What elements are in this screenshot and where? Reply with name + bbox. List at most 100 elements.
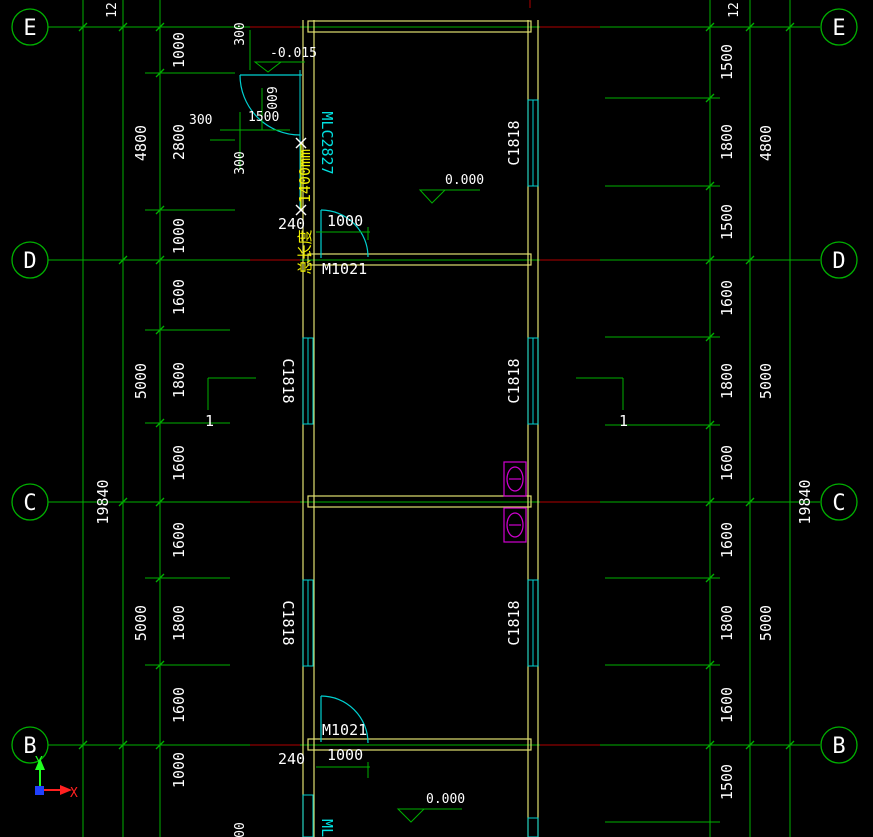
dimension-texts-left: 19840 4800 5000 5000 1000 2800 1000 1600… — [94, 32, 188, 788]
section-marks — [207, 377, 624, 410]
door-dim-300a: 300 — [233, 22, 248, 45]
bottom-clip-left: 00 — [233, 822, 248, 837]
axis-label-c-left: C — [23, 491, 36, 516]
dim-left-inner-2: 1000 — [170, 218, 188, 254]
door-dim-600: 600 — [263, 86, 278, 109]
door-dim-300c: 300 — [233, 151, 248, 174]
level-symbols — [253, 61, 480, 823]
fixture-top[interactable] — [503, 461, 527, 497]
level-marker-mid — [418, 189, 480, 204]
dimension-ticks — [78, 22, 795, 750]
door-swing-b — [320, 695, 369, 744]
dim-right-inner-2: 1500 — [718, 204, 736, 240]
window-label-3: C1818 — [279, 358, 297, 403]
section-label-left: 1 — [205, 412, 214, 430]
window-label-0: C1818 — [505, 120, 523, 165]
dim-left-inner-9: 1000 — [170, 752, 188, 788]
dim-left-outer-0: 4800 — [132, 125, 150, 161]
axis-bubble-d-left[interactable] — [11, 241, 49, 279]
measure-value: 1400mm — [296, 149, 314, 203]
doors — [239, 74, 369, 744]
dim-left-inner-0: 1000 — [170, 32, 188, 68]
grid-axis-lines — [48, 26, 820, 746]
level-marker-bottom — [396, 808, 462, 823]
dim-right-inner-5: 1600 — [718, 445, 736, 481]
ucs-icon — [35, 758, 72, 795]
wall-thickness-0: 240 — [278, 215, 305, 233]
fixture-bottom[interactable] — [503, 507, 527, 543]
section-mark-right — [576, 377, 624, 410]
top-label-right: 12 — [727, 2, 742, 18]
dim-right-inner-1: 1800 — [718, 124, 736, 160]
dim-left-outer-1: 5000 — [132, 363, 150, 399]
door-dim-1500: 1500 — [248, 110, 279, 125]
axis-bubble-e-right[interactable] — [820, 8, 858, 46]
dim-total-right: 19840 — [796, 479, 814, 524]
door-swing-d — [320, 209, 369, 258]
axis-red-dashes — [250, 0, 600, 746]
dim-left-inner-3: 1600 — [170, 279, 188, 315]
axis-label-d-left: D — [23, 249, 36, 274]
dim-right-inner-7: 1800 — [718, 605, 736, 641]
dimension-lines — [82, 0, 791, 837]
sanitary-fixtures — [503, 461, 527, 543]
axis-label-b-left: B — [23, 734, 36, 759]
wall-axis-e[interactable] — [307, 20, 532, 33]
wall-axis-d[interactable] — [307, 253, 532, 266]
window-right-bottom[interactable] — [527, 817, 539, 837]
building-walls — [302, 20, 539, 837]
level-text-0: -0.015 — [270, 46, 317, 61]
axis-label-e-right: E — [832, 16, 845, 41]
axis-bubble-e-left[interactable] — [11, 8, 49, 46]
dim-left-inner-4: 1800 — [170, 362, 188, 398]
axis-bubble-c-right[interactable] — [820, 483, 858, 521]
window-labels: C1818 C1818 C1818 C1818 C1818 — [279, 120, 523, 645]
dim-left-inner-8: 1600 — [170, 687, 188, 723]
dim-right-inner-8: 1600 — [718, 687, 736, 723]
window-left-bottom[interactable] — [302, 794, 314, 837]
windows — [299, 70, 539, 837]
wall-axis-c[interactable] — [307, 495, 532, 508]
dim-left-outer-2: 5000 — [132, 605, 150, 641]
door-width-1: 1000 — [327, 746, 363, 764]
level-marker-top — [253, 61, 305, 73]
dim-left-inner-5: 1600 — [170, 445, 188, 481]
door-label-1: M1021 — [322, 721, 367, 739]
ucs-label-x: X — [70, 786, 78, 801]
door-label-0: M1021 — [322, 260, 367, 278]
door-width-0: 1000 — [327, 212, 363, 230]
bottom-clip-mlc: ML — [318, 819, 336, 837]
axis-bubble-b-right[interactable] — [820, 726, 858, 764]
door-labels: M1021 M1021 1000 1000 240 240 — [278, 212, 367, 768]
dim-right-inner-3: 1600 — [718, 280, 736, 316]
level-text-1: 0.000 — [445, 173, 484, 188]
wall-thickness-1: 240 — [278, 750, 305, 768]
axis-bubbles — [11, 8, 858, 764]
dim-left-inner-6: 1600 — [170, 522, 188, 558]
axis-label-c-right: C — [832, 491, 845, 516]
axis-label-e-left: E — [23, 16, 36, 41]
measure-endpoints — [295, 137, 307, 216]
dim-right-inner-0: 1500 — [718, 44, 736, 80]
axis-bubble-c-left[interactable] — [11, 483, 49, 521]
axis-bubble-b-left[interactable] — [11, 726, 49, 764]
dim-left-inner-7: 1800 — [170, 605, 188, 641]
dim-total-left: 19840 — [94, 479, 112, 524]
door-dim-lines — [316, 227, 370, 778]
level-text-2: 0.000 — [426, 792, 465, 807]
door-small-dims — [210, 30, 290, 170]
dim-right-inner-6: 1600 — [718, 522, 736, 558]
ucs-label-y: Y — [35, 755, 43, 770]
axis-bubble-d-right[interactable] — [820, 241, 858, 279]
dim-left-inner-1: 2800 — [170, 124, 188, 160]
dim-right-inner-9: 1500 — [718, 764, 736, 800]
dimension-texts-right: 1500 1800 1500 1600 1800 1600 1600 1800 … — [718, 44, 814, 800]
dim-right-outer-2: 5000 — [757, 605, 775, 641]
axis-label-b-right: B — [832, 734, 845, 759]
wall-axis-b[interactable] — [307, 738, 532, 751]
measure-prefix: 总长度 — [296, 229, 314, 274]
axis-bubble-labels: E E D D C C B B — [23, 16, 845, 759]
top-label-left: 12 — [105, 2, 120, 18]
dim-right-outer-1: 5000 — [757, 363, 775, 399]
